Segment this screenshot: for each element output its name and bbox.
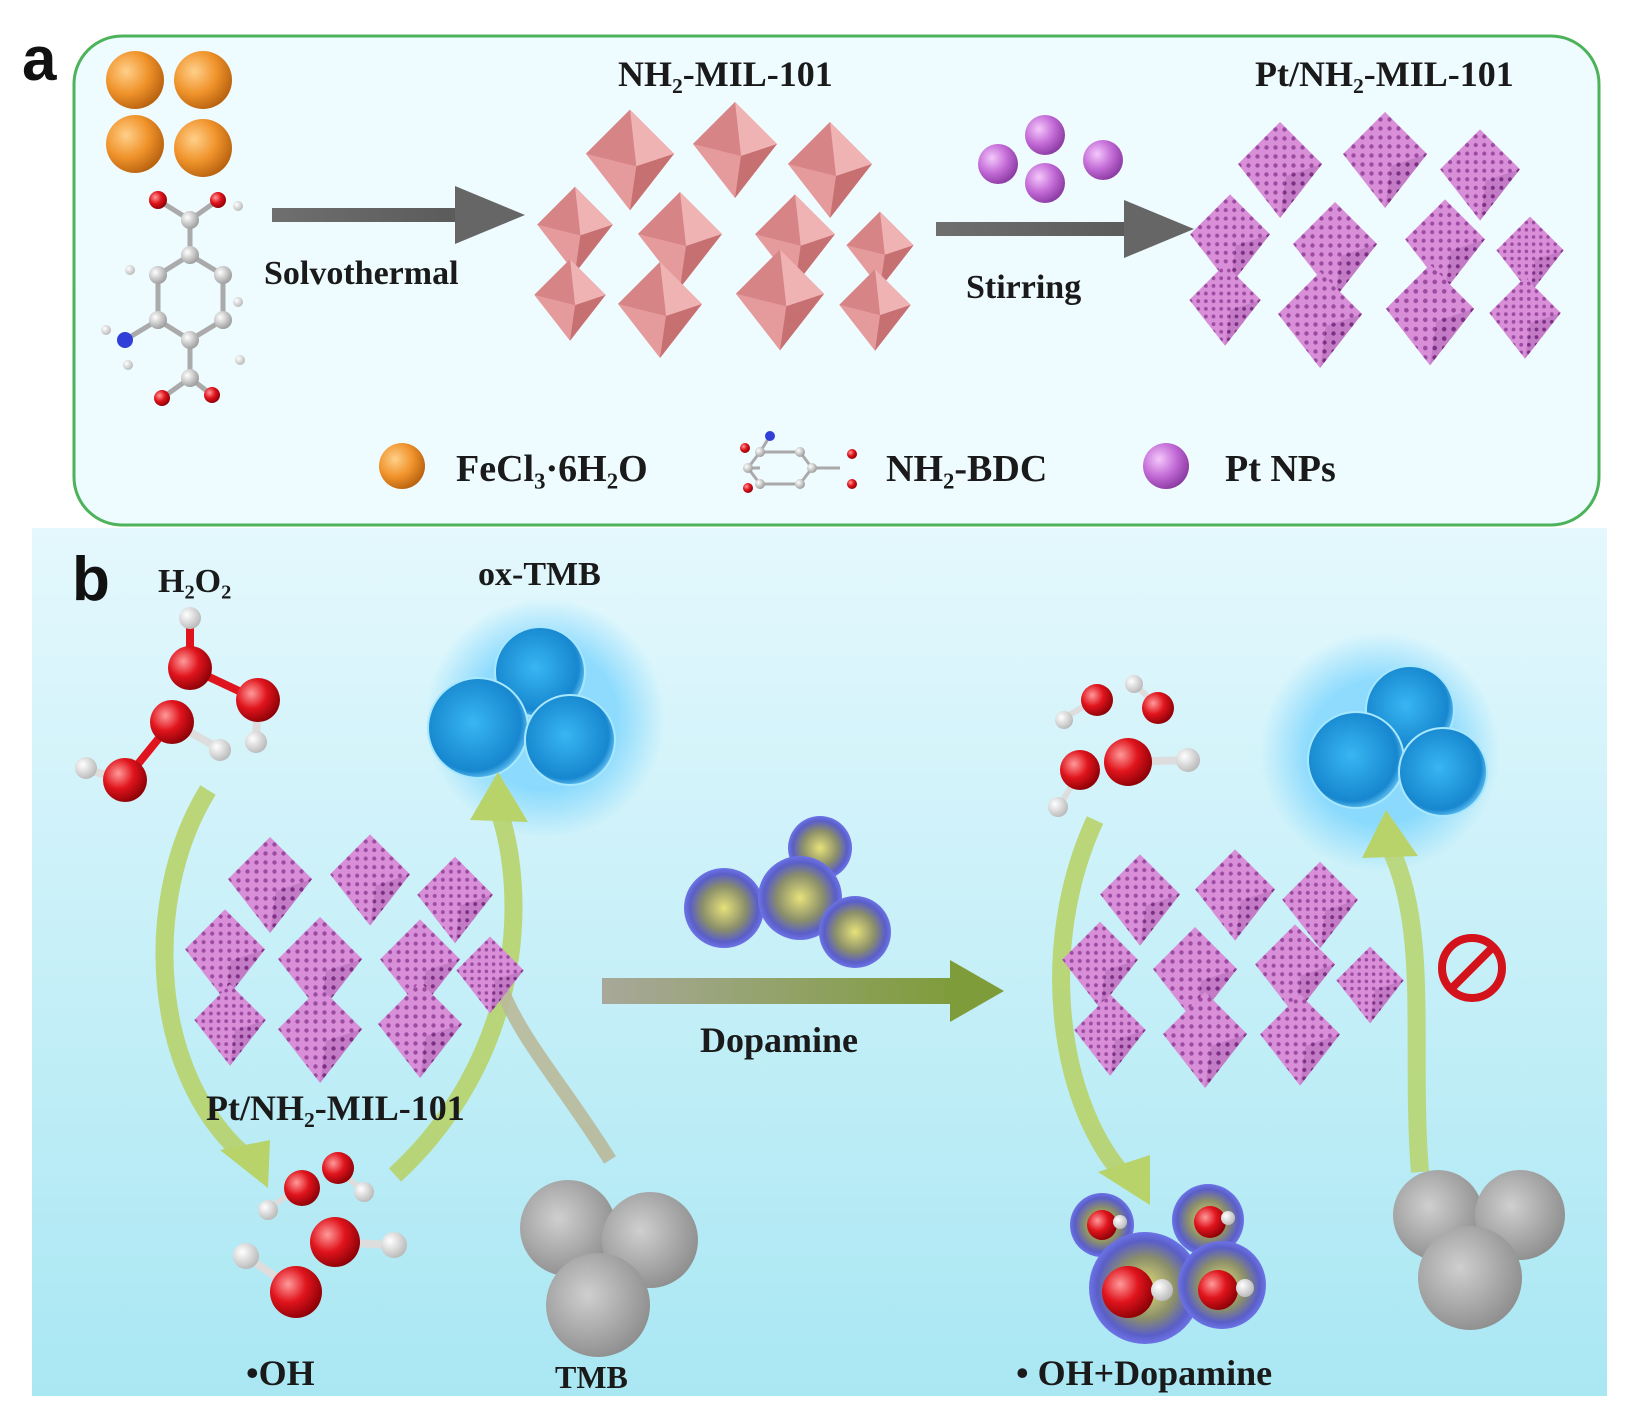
legend-fe-icon: [379, 443, 425, 489]
panel-a: a: [22, 25, 1601, 527]
fe-precursor-spheres: [106, 51, 232, 177]
pt-nanoparticles: [978, 115, 1123, 203]
legend: FeCl₃·6H₂O: [379, 431, 1336, 493]
solvothermal-arrow: [272, 186, 525, 244]
nh2-bdc-molecule-icon: [101, 191, 245, 406]
panel-a-letter: a: [22, 25, 57, 94]
tmb-spheres-left: [520, 1180, 698, 1357]
h2o2-molecules: [75, 607, 280, 802]
mof-title: NH₂-MIL-101: [618, 54, 833, 94]
inhibition-icon: [1438, 934, 1506, 1002]
panel-b: b H₂O₂ ox-TMB: [32, 528, 1607, 1396]
step-solvothermal-label: Solvothermal: [264, 255, 459, 292]
panel-a-box: [72, 34, 1601, 527]
step-stirring-label: Stirring: [966, 269, 1081, 306]
hydroxyl-radicals-left: [233, 1152, 407, 1318]
legend-pt-label: Pt NPs: [1225, 448, 1336, 490]
panel-b-letter: b: [72, 545, 110, 614]
legend-molecule-icon: [740, 431, 857, 493]
oh-radical-label: •OH: [246, 1353, 315, 1393]
right-cycle-arrows: [1052, 810, 1429, 1205]
legend-fe-label: FeCl₃·6H₂O: [456, 448, 648, 490]
oxtmb-spheres-left: [425, 598, 665, 838]
left-cycle-arrows: [155, 772, 616, 1188]
legend-nh2bdc-label: NH₂-BDC: [886, 448, 1047, 490]
dopamine-particles: [684, 816, 891, 968]
step-dopamine-label: Dopamine: [700, 1020, 858, 1060]
pt-mof-title: Pt/NH₂-MIL-101: [1255, 54, 1514, 94]
hydroxyl-radicals-right: [1048, 675, 1200, 817]
oh-dopamine-complex: [1070, 1184, 1266, 1344]
oxtmb-label: ox-TMB: [478, 556, 601, 593]
legend-pt-icon: [1143, 443, 1189, 489]
catalyst-label: Pt/NH₂-MIL-101: [206, 1088, 465, 1128]
oxtmb-spheres-right: [1260, 632, 1500, 872]
stirring-arrow: [936, 200, 1194, 258]
h2o2-label: H₂O₂: [158, 563, 231, 600]
tmb-label: TMB: [555, 1359, 628, 1395]
dopamine-arrow: [602, 960, 1004, 1022]
oh-dopamine-label: • OH+Dopamine: [1016, 1353, 1272, 1393]
tmb-spheres-right: [1393, 1170, 1565, 1330]
